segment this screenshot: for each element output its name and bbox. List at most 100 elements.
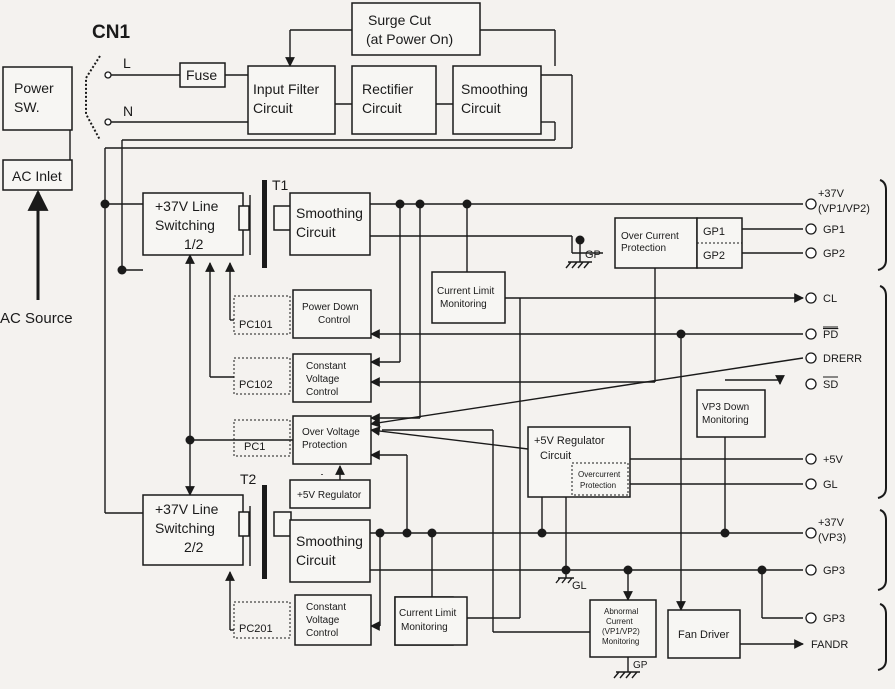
svg-text:Circuit: Circuit [362,100,402,116]
out-vp3-line1: +37V [818,517,845,529]
svg-text:Fan Driver: Fan Driver [678,629,730,641]
out-vp12-line2: (VP1/VP2) [818,203,870,215]
line-neutral-label: N [123,103,133,119]
connector-brackets [877,179,887,671]
svg-text:Current Limit: Current Limit [437,286,494,297]
svg-text:Protection: Protection [302,440,347,451]
svg-text:(at Power On): (at Power On) [366,31,453,47]
svg-text:Power: Power [14,80,54,96]
svg-text:Rectifier: Rectifier [362,81,414,97]
svg-text:Overcurrent: Overcurrent [578,470,621,479]
svg-text:Monitoring: Monitoring [602,637,639,646]
block-constant-voltage-1: Constant Voltage Control [292,353,372,403]
svg-text:Power Down: Power Down [302,302,359,313]
gp-ground-label: GP [585,249,601,261]
out-gl: GL [823,479,838,491]
block-over-current: Over Current Protection GP1 GP2 [614,217,743,269]
ac-source-label: AC Source [0,310,73,327]
out-cl: CL [823,293,837,305]
out-vp3-line2: (VP3) [818,532,846,544]
transformer-t1: T1 [262,177,292,268]
junction-dots [100,199,767,575]
svg-text:Switching: Switching [155,520,215,536]
svg-text:Smoothing: Smoothing [296,533,363,549]
svg-text:Protection: Protection [621,243,666,254]
svg-text:Input Filter: Input Filter [253,81,319,97]
block-fuse: Fuse [179,62,226,88]
block-surge-cut: Surge Cut (at Power On) [351,2,481,56]
photocoupler-pc102: PC102 [233,357,291,395]
svg-text:Monitoring: Monitoring [440,299,487,310]
svg-text:Current: Current [606,617,633,626]
out-gp3-b: GP3 [823,613,845,625]
svg-text:PC102: PC102 [239,379,273,391]
svg-text:Protection: Protection [580,481,616,490]
ground-symbols [555,261,640,679]
out-sd: SD [823,379,838,391]
block-fan-driver: Fan Driver [667,609,741,659]
svg-text:Fuse: Fuse [186,67,217,83]
block-input-filter: Input Filter Circuit [247,65,336,135]
svg-text:Abnormal: Abnormal [604,607,638,616]
svg-text:+5V Regulator: +5V Regulator [297,490,362,501]
svg-text:Over Current: Over Current [621,231,679,242]
svg-text:Circuit: Circuit [296,552,336,568]
block-smoothing-1: Smoothing Circuit [289,192,371,256]
svg-text:VP3 Down: VP3 Down [702,402,749,413]
svg-text:PC201: PC201 [239,623,273,635]
svg-text:Smoothing: Smoothing [296,205,363,221]
out-gp2: GP2 [823,248,845,260]
svg-text:Voltage: Voltage [306,374,340,385]
svg-text:2/2: 2/2 [184,539,204,555]
block-abnormal-current: Abnormal Current (VP1/VP2) Monitoring [589,599,657,658]
svg-text:PC101: PC101 [239,319,273,331]
block-rectifier: Rectifier Circuit [351,65,437,135]
connector-label: CN1 [92,22,130,43]
out-gp1: GP1 [823,224,845,236]
out-pd: PD [823,329,838,341]
transformer-t2: T2 [240,471,292,579]
svg-text:Control: Control [318,315,350,326]
svg-text:Circuit: Circuit [461,100,501,116]
svg-text:AC Inlet: AC Inlet [12,168,62,184]
svg-text:Monitoring: Monitoring [401,622,448,633]
block-ac-inlet: AC Inlet [2,159,73,191]
photocoupler-pc201: PC201 [233,601,291,639]
svg-text:GP1: GP1 [703,226,725,238]
svg-text:Constant: Constant [306,602,346,613]
svg-text:Circuit: Circuit [540,450,571,462]
svg-text:Control: Control [306,387,338,398]
svg-text:Control: Control [306,628,338,639]
svg-text:1/2: 1/2 [184,236,204,252]
block-smoothing-2: Smoothing Circuit [289,519,371,583]
block-smoothing-main: Smoothing Circuit [452,65,542,135]
out-fandr: FANDR [811,639,848,651]
out-gp3-a: GP3 [823,565,845,577]
svg-text:Circuit: Circuit [253,100,293,116]
svg-text:+5V Regulator: +5V Regulator [534,435,605,447]
wires [27,29,804,672]
svg-text:Current Limit: Current Limit [399,608,456,619]
out-drerr: DRERR [823,353,862,365]
line-live-label: L [123,55,131,71]
block-switching-2: +37V Line Switching 2/2 [142,494,250,566]
block-5v-regulator: +5V Regulator Circuit Overcurrent Protec… [527,426,631,498]
svg-text:T2: T2 [240,471,257,487]
svg-text:Constant: Constant [306,361,346,372]
connector-cn1: CN1 L N [85,22,133,141]
output-terminals: +37V (VP1/VP2) GP1 GP2 CL PD DRERR SD +5… [805,188,870,651]
svg-text:Monitoring: Monitoring [702,415,749,426]
block-current-limit-2: Current Limit Monitoring [394,596,468,646]
block-switching-1: +37V Line Switching 1/2 [142,192,250,256]
svg-text:+37V Line: +37V Line [155,501,219,517]
gl-ground-label: GL [572,580,587,592]
block-current-limit-1: Current Limit Monitoring [431,271,506,324]
block-5v-regulator-small: +5V Regulator [289,479,371,509]
block-power-down: Power Down Control [292,289,372,339]
block-power-sw: Power SW. [2,66,73,131]
block-over-voltage: Over Voltage Protection [292,415,372,465]
out-vp12-line1: +37V [818,188,845,200]
block-vp3-down: VP3 Down Monitoring [696,389,766,438]
photocoupler-pc1: PC1 [233,419,291,457]
